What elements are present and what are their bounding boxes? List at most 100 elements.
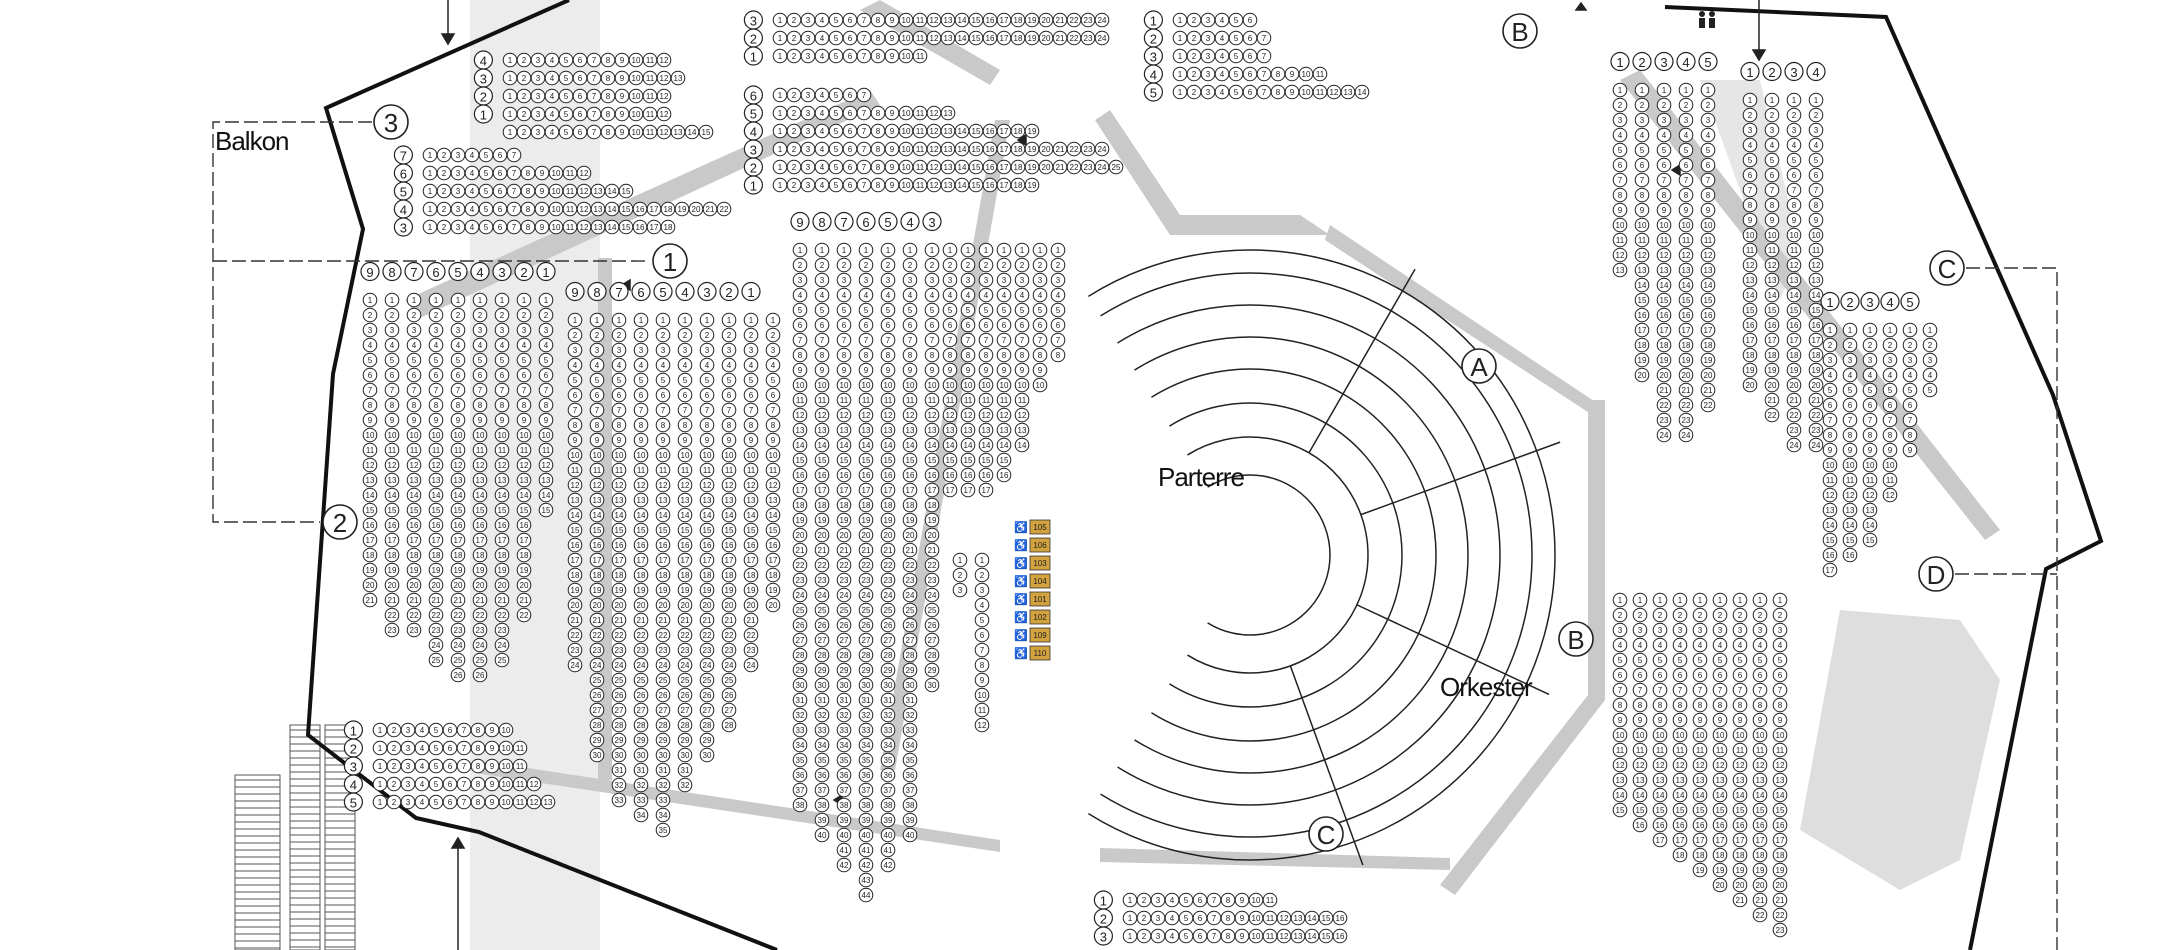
seat[interactable]: 15 [1786,302,1802,318]
seat[interactable]: 12 [743,477,759,493]
seat[interactable]: 4 [1652,637,1668,653]
seat[interactable]: 9 [765,432,781,448]
seat[interactable]: 15 [699,522,715,538]
seat[interactable]: 8 [450,397,466,413]
seat[interactable]: 17 [428,532,444,548]
seat[interactable]: 14 [1014,437,1030,453]
seat[interactable]: 19 [677,582,693,598]
seat[interactable]: 8 [611,417,627,433]
seat[interactable]: 10 [996,377,1012,393]
seat[interactable]: 14 [406,487,422,503]
seat[interactable]: 18 [1656,337,1672,353]
seat[interactable]: 3 [1632,622,1648,638]
seat[interactable]: 11 [699,462,715,478]
seat[interactable]: 22 [1066,30,1082,46]
seat[interactable]: 4 [1922,367,1938,383]
seat[interactable]: 6 [1772,667,1788,683]
seat[interactable]: 6 [442,740,458,756]
seat[interactable]: 1 [372,740,388,756]
seat[interactable]: 3 [765,342,781,358]
seat[interactable]: 11 [1678,232,1694,248]
seat[interactable]: 4 [384,337,400,353]
seat[interactable]: 24 [589,657,605,673]
seat[interactable]: 4 [464,147,480,163]
seat[interactable]: 13 [1862,502,1878,518]
seat[interactable]: 4 [924,287,940,303]
seat[interactable]: 12 [576,201,592,217]
seat[interactable]: 1 [858,242,874,258]
seat[interactable]: 13 [1786,272,1802,288]
seat[interactable]: 23 [450,622,466,638]
seat[interactable]: 2 [1712,607,1728,623]
seat[interactable]: 2 [1186,12,1202,28]
seat[interactable]: 39 [836,812,852,828]
seat[interactable]: 2 [384,307,400,323]
seat[interactable]: 5 [1178,892,1194,908]
seat[interactable]: 6 [516,367,532,383]
seat[interactable]: 1 [677,312,693,328]
seat[interactable]: 17 [1678,322,1694,338]
seat[interactable]: 14 [684,124,700,140]
seat[interactable]: 29 [611,732,627,748]
seat[interactable]: 42 [836,857,852,873]
seat[interactable]: 23 [406,622,422,638]
seat[interactable]: 13 [1672,772,1688,788]
seat[interactable]: 5 [558,70,574,86]
seat[interactable]: 10 [589,447,605,463]
seat[interactable]: 17 [996,30,1012,46]
seat[interactable]: 8 [792,347,808,363]
seat[interactable]: 18 [660,219,676,235]
seat[interactable]: 5 [699,372,715,388]
seat[interactable]: 10 [628,88,644,104]
seat[interactable]: 13 [1742,272,1758,288]
seat[interactable]: 8 [470,794,486,810]
seat[interactable]: 10 [384,427,400,443]
seat[interactable]: 11 [642,124,658,140]
seat[interactable]: 11 [1808,242,1824,258]
seat[interactable]: 23 [902,572,918,588]
seat[interactable]: 17 [902,482,918,498]
seat[interactable]: 13 [940,123,956,139]
seat[interactable]: 18 [494,547,510,563]
seat[interactable]: 25 [1108,159,1124,175]
seat[interactable]: 5 [478,165,494,181]
seat[interactable]: 12 [960,407,976,423]
seat[interactable]: 2 [494,307,510,323]
seat[interactable]: 13 [836,422,852,438]
seat[interactable]: 13 [1752,772,1768,788]
seat[interactable]: 4 [974,597,990,613]
seat[interactable]: 27 [902,632,918,648]
seat[interactable]: 22 [1066,159,1082,175]
seat[interactable]: 15 [968,123,984,139]
seat[interactable]: 13 [1808,272,1824,288]
seat[interactable]: 17 [589,552,605,568]
seat[interactable]: 16 [982,177,998,193]
seat[interactable]: 10 [1032,377,1048,393]
seat[interactable]: 11 [880,392,896,408]
seat[interactable]: 7 [1612,172,1628,188]
seat[interactable]: 8 [870,48,886,64]
seat[interactable]: 3 [792,272,808,288]
seat[interactable]: 3 [1014,272,1030,288]
seat[interactable]: 21 [494,592,510,608]
seat[interactable]: 5 [362,352,378,368]
seat[interactable]: 7 [856,141,872,157]
seat[interactable]: 6 [942,317,958,333]
seat[interactable]: 14 [942,437,958,453]
seat[interactable]: 5 [765,372,781,388]
seat[interactable]: 16 [1332,928,1348,944]
seat[interactable]: 17 [743,552,759,568]
seat[interactable]: 10 [898,105,914,121]
seat[interactable]: 13 [743,492,759,508]
seat[interactable]: 16 [699,537,715,553]
seat[interactable]: 14 [978,437,994,453]
seat[interactable]: 10 [1742,227,1758,243]
seat[interactable]: 12 [526,794,542,810]
seat[interactable]: 5 [478,219,494,235]
seat[interactable]: 4 [814,123,830,139]
seat[interactable]: 12 [1842,487,1858,503]
seat[interactable]: 13 [1632,772,1648,788]
seat[interactable]: 10 [1298,84,1314,100]
seat[interactable]: 14 [450,487,466,503]
seat[interactable]: 18 [428,547,444,563]
